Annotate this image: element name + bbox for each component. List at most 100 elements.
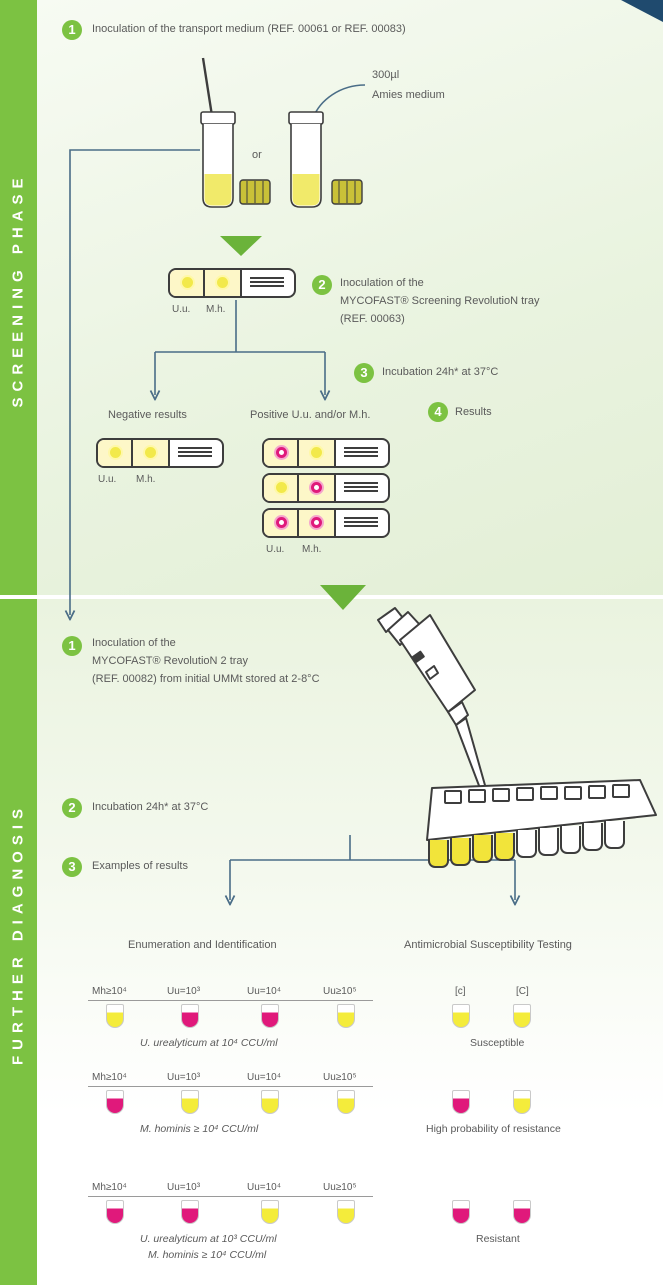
screening-tray xyxy=(168,268,296,298)
well-uu xyxy=(180,275,195,290)
enum-column-header: Uu=10⁴ xyxy=(247,1182,282,1193)
step4-text: Results xyxy=(455,406,492,418)
pos3-well-uu xyxy=(274,515,289,530)
pipette-illustration xyxy=(377,607,493,813)
enum-tube xyxy=(261,1004,279,1028)
tray-label-uu: U.u. xyxy=(172,304,191,315)
medium-name: Amies medium xyxy=(372,89,445,101)
further-step3-text: Examples of results xyxy=(92,860,188,872)
further-step1-line3: (REF. 00082) from initial UMMt stored at… xyxy=(92,673,320,685)
flow-triangle-1 xyxy=(220,236,262,256)
enum-column-header: Uu=10⁴ xyxy=(247,1072,282,1083)
plate-well-top xyxy=(492,788,510,803)
or-label: or xyxy=(252,149,262,161)
plate-tube-bottom xyxy=(560,825,581,854)
enum-tube xyxy=(106,1090,124,1114)
enum-tube xyxy=(181,1004,199,1028)
step2-line1: Inoculation of the xyxy=(340,277,424,289)
pos-label-uu: U.u. xyxy=(266,544,285,555)
ast-result-label: High probability of resistance xyxy=(426,1123,561,1135)
plate-tube-bottom xyxy=(428,840,449,868)
enum-tube xyxy=(106,1004,124,1028)
negative-tray xyxy=(96,438,224,468)
step2-line3: (REF. 00063) xyxy=(340,313,405,325)
well-mh xyxy=(215,275,230,290)
ast-title: Antimicrobial Susceptibility Testing xyxy=(404,939,572,951)
plate-well-top xyxy=(588,784,606,799)
ast-tube xyxy=(452,1200,470,1224)
enum-tube xyxy=(261,1090,279,1114)
plate-tube-bottom xyxy=(450,837,471,866)
plate-well-top xyxy=(516,787,534,802)
further-step1-line1: Inoculation of the xyxy=(92,637,176,649)
step3-text: Incubation 24h* at 37°C xyxy=(382,366,499,378)
enum-tube xyxy=(181,1200,199,1224)
enum-column-header: Uu≥10⁵ xyxy=(323,1072,357,1083)
ast-result-label: Resistant xyxy=(476,1233,520,1245)
step-number-1: 1 xyxy=(62,20,82,40)
neg-label-mh: M.h. xyxy=(136,474,156,485)
neg-well-uu xyxy=(108,445,123,460)
split-arrows-screening xyxy=(155,300,325,353)
step-number-4: 4 xyxy=(428,402,448,422)
enum-caption: U. urealyticum at 10⁴ CCU/ml xyxy=(140,1037,278,1049)
connector-to-further xyxy=(70,149,200,615)
enum-column-header: Mh≥10⁴ xyxy=(92,1182,127,1193)
enum-column-header: Uu=10³ xyxy=(167,986,201,997)
pos3-well-mh xyxy=(309,515,324,530)
enum-caption: U. urealyticum at 10³ CCU/ml xyxy=(140,1233,277,1245)
enumeration-title: Enumeration and Identification xyxy=(128,939,277,951)
ast-column-header: [c] xyxy=(455,986,466,997)
negative-results-label: Negative results xyxy=(108,409,187,421)
enum-tube xyxy=(337,1090,355,1114)
enum-tube xyxy=(337,1004,355,1028)
plate-tube-bottom xyxy=(582,823,603,852)
step-number-3: 3 xyxy=(354,363,374,383)
enum-column-header: Uu=10³ xyxy=(167,1072,201,1083)
ast-column-header: [C] xyxy=(516,986,529,997)
ast-tube xyxy=(452,1004,470,1028)
pos2-well-uu xyxy=(274,480,289,495)
tray-label-mh: M.h. xyxy=(206,304,226,315)
enum-tube xyxy=(261,1200,279,1224)
step-number-2: 2 xyxy=(312,275,332,295)
plate-tube-bottom xyxy=(538,828,559,856)
further-step1-line2: MYCOFAST® RevolutioN 2 tray xyxy=(92,655,249,667)
enum-header-rule xyxy=(88,1196,373,1197)
further-step-number-2: 2 xyxy=(62,798,82,818)
plate-tube-bottom xyxy=(472,835,493,864)
enum-column-header: Uu=10⁴ xyxy=(247,986,282,997)
ast-tube xyxy=(513,1090,531,1114)
step2-line2: MYCOFAST® Screening RevolutioN tray xyxy=(340,295,540,307)
plate-well-top xyxy=(468,789,486,804)
positive-results-label: Positive U.u. and/or M.h. xyxy=(250,409,371,421)
ast-tube xyxy=(513,1200,531,1224)
plate-well-top xyxy=(540,786,558,801)
plate-tube-bottom xyxy=(516,830,537,859)
corner-decoration xyxy=(621,0,663,22)
cap-1 xyxy=(239,179,271,205)
pos1-well-mh xyxy=(309,445,324,460)
plate-well-top xyxy=(564,785,582,800)
medium-volume: 300µl xyxy=(372,69,400,81)
split-arrows-further xyxy=(230,835,515,861)
neg-well-mh xyxy=(143,445,158,460)
enum-caption-2: M. hominis ≥ 10⁴ CCU/ml xyxy=(148,1249,267,1261)
enum-column-header: Mh≥10⁴ xyxy=(92,1072,127,1083)
enum-column-header: Uu≥10⁵ xyxy=(323,986,357,997)
further-step2-text: Incubation 24h* at 37°C xyxy=(92,801,209,813)
enum-column-header: Mh≥10⁴ xyxy=(92,986,127,997)
positive-tray-1 xyxy=(262,438,390,468)
transport-tube-2 xyxy=(288,111,324,208)
enum-tube xyxy=(337,1200,355,1224)
further-diagnosis-sidebar: FURTHER DIAGNOSIS xyxy=(0,599,37,1285)
enum-tube xyxy=(106,1200,124,1224)
ast-tube xyxy=(452,1090,470,1114)
plate-tube-bottom xyxy=(604,820,625,849)
ast-result-label: Susceptible xyxy=(470,1037,525,1049)
further-panel xyxy=(37,599,663,1285)
neg-label-uu: U.u. xyxy=(98,474,117,485)
enum-header-rule xyxy=(88,1000,373,1001)
pos1-well-uu xyxy=(274,445,289,460)
pos2-well-mh xyxy=(309,480,324,495)
